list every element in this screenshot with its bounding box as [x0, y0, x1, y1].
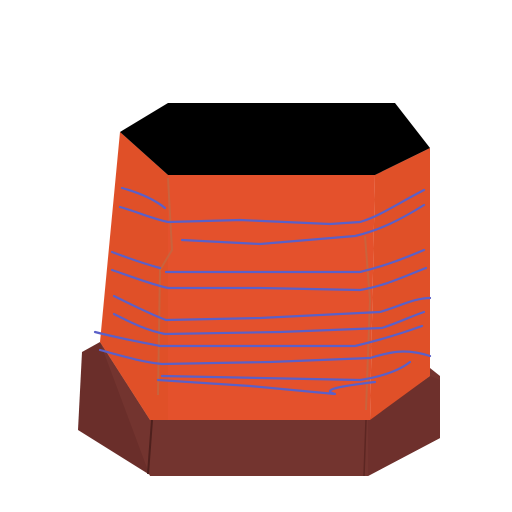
stripe-3	[180, 203, 426, 246]
base-left-face	[78, 342, 150, 475]
box-body	[100, 103, 430, 420]
stripe-8	[112, 310, 426, 336]
stripe-1	[120, 186, 167, 210]
base-edge-line-right	[363, 419, 367, 477]
stripe-9	[93, 324, 424, 348]
box-front-face	[168, 175, 375, 420]
stripe-10	[98, 348, 432, 366]
box-seam-right	[364, 235, 372, 411]
stripe-group	[93, 186, 432, 396]
base-front-face	[100, 342, 440, 476]
box-right-face	[370, 148, 430, 420]
stripe-5	[110, 266, 428, 292]
stripe-4	[110, 250, 162, 270]
top-opening	[120, 103, 430, 175]
stripe-6	[164, 248, 426, 274]
stripe-12	[156, 378, 377, 396]
base-platform	[78, 342, 440, 477]
base-edge-line	[147, 419, 153, 475]
base-right-face	[368, 376, 440, 476]
stripe-7	[112, 294, 432, 322]
stripe-11	[160, 360, 412, 382]
stripe-2	[118, 188, 426, 226]
box-left-face	[100, 132, 168, 420]
